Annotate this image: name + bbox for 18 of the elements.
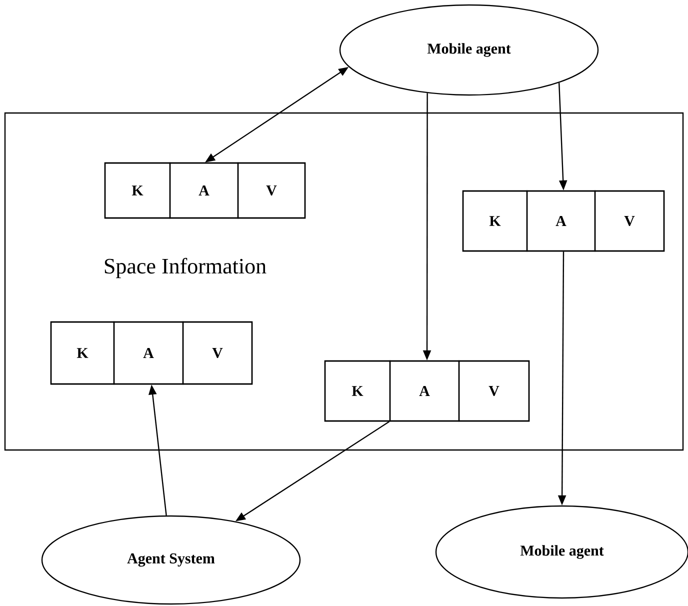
tuple-cell: K xyxy=(324,360,391,422)
tuple-box xyxy=(104,162,306,219)
tuple-cell: V xyxy=(237,162,306,219)
tuple-cell: V xyxy=(182,321,253,385)
panel-heading: Space Information xyxy=(104,258,266,278)
tuple-box xyxy=(462,190,665,252)
tuple-cell: A xyxy=(169,162,239,219)
tuple-cell: V xyxy=(458,360,530,422)
tuple-cell: A xyxy=(113,321,184,385)
tuple-cell: V xyxy=(594,190,665,252)
tuple-cell: K xyxy=(462,190,528,252)
tuple-box xyxy=(50,321,253,385)
tuple-cell: A xyxy=(526,190,596,252)
tuple-cell: K xyxy=(104,162,171,219)
space-panel xyxy=(4,112,684,451)
tuple-cell: K xyxy=(50,321,115,385)
tuple-box xyxy=(324,360,530,422)
tuple-cell: A xyxy=(389,360,460,422)
